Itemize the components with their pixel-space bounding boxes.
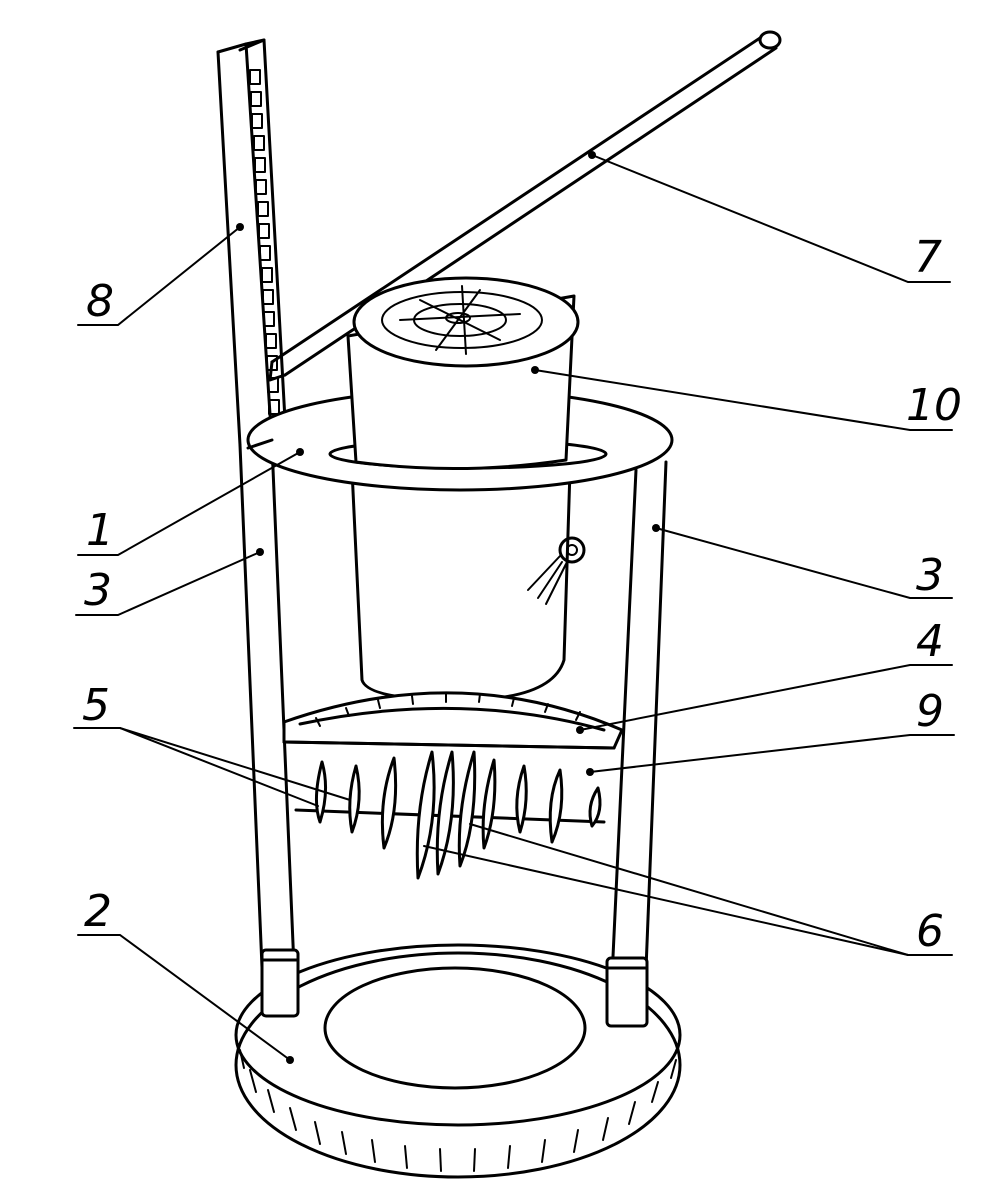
callout-4: 4 [916,616,944,667]
base-tyre [234,943,682,1179]
callout-6: 6 [916,906,944,957]
plate-texture [315,693,581,727]
movable-knives [415,750,497,880]
callout-7: 7 [914,232,942,283]
knife-assembly [294,750,606,880]
fixed-knives [315,756,602,850]
callout-8: 8 [86,276,114,327]
rack-teeth [249,69,280,415]
callout-3-left: 3 [84,565,112,616]
side-bolt [527,536,586,605]
callout-2: 2 [84,886,112,937]
leader-lines [73,154,955,1061]
callout-10: 10 [906,380,962,431]
leg-right [605,460,668,1028]
pressing-plate [282,691,624,750]
callout-9: 9 [916,686,944,737]
press-block [346,276,580,471]
callout-1: 1 [86,505,114,556]
rack-post [216,38,287,447]
callout-5: 5 [82,680,110,731]
wood-rings [381,285,543,355]
callout-labels: 8 7 10 1 3 3 4 5 9 2 6 [82,232,962,957]
leg-left [238,443,300,1018]
container-body [350,468,586,702]
tyre-tread-marks [239,1049,677,1172]
callout-3-right: 3 [916,550,944,601]
